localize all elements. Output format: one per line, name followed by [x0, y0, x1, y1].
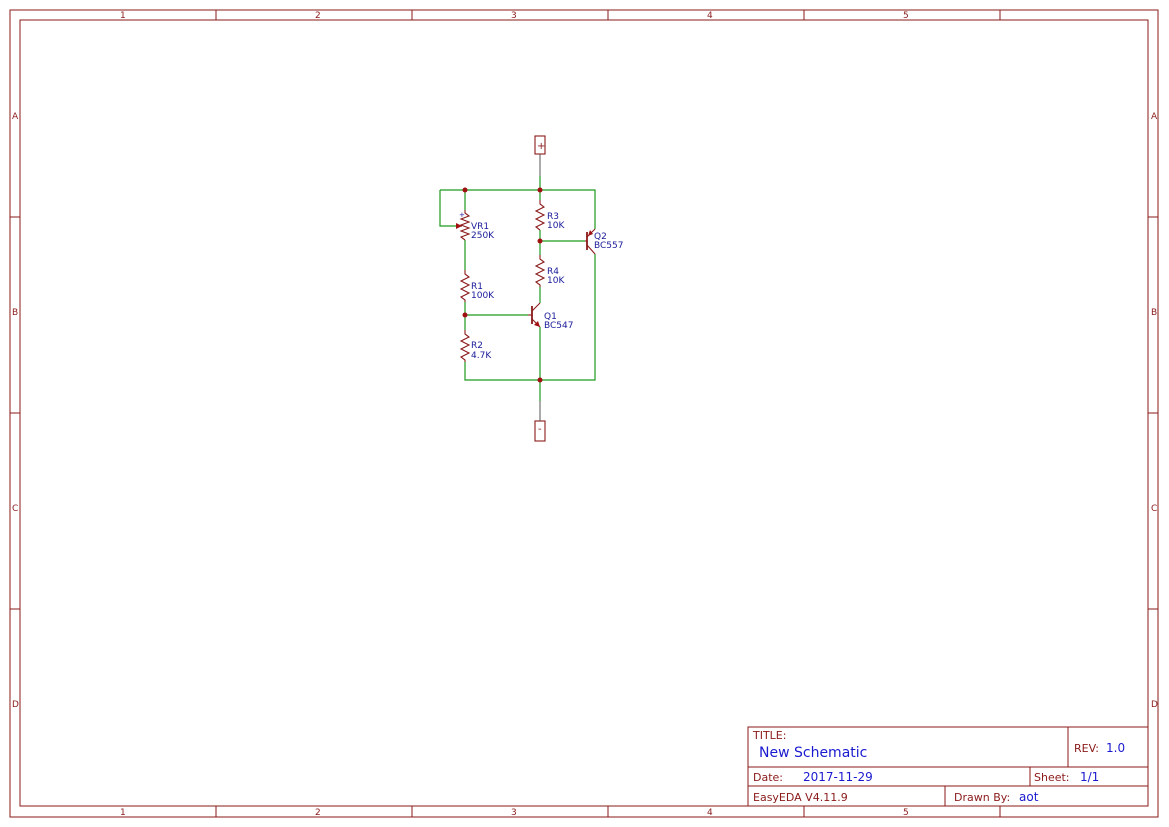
col-label-top-1: 1 [120, 11, 126, 21]
col-label-bottom-5: 5 [903, 808, 909, 818]
outer-frame [9, 9, 1159, 818]
rev-value[interactable]: 1.0 [1106, 741, 1125, 755]
r1-ref: R1 [471, 282, 483, 292]
sheet-value[interactable]: 1/1 [1080, 770, 1099, 784]
r4-resistor[interactable] [534, 255, 546, 287]
software-version: EasyEDA V4.11.9 [753, 791, 848, 804]
r1-value: 100K [471, 291, 495, 301]
vr1-value: 250K [471, 231, 495, 241]
col-label-top-2: 2 [315, 11, 321, 21]
drawn-by-label: Drawn By: [954, 791, 1010, 804]
q1-value: BC547 [544, 321, 573, 331]
row-label-right-b: B [1151, 308, 1157, 318]
q2-pnp-transistor[interactable] [585, 228, 596, 255]
minus-port[interactable]: - [534, 401, 546, 442]
column-dividers [215, 10, 1001, 817]
rev-label: REV: [1074, 742, 1099, 755]
col-label-bottom-2: 2 [315, 808, 321, 818]
r3-resistor[interactable] [534, 200, 546, 231]
q1-npn-transistor[interactable] [528, 302, 541, 328]
title-block [747, 726, 1149, 807]
r2-ref: R2 [471, 341, 483, 351]
row-label-left-a: A [12, 112, 19, 122]
svg-text:+: + [537, 141, 545, 152]
vr1-ref: VR1 [471, 222, 489, 232]
row-label-right-c: C [1151, 504, 1157, 514]
row-label-left-d: D [12, 700, 19, 710]
col-label-bottom-1: 1 [120, 808, 126, 818]
q2-ref: Q2 [594, 232, 607, 242]
col-label-top-3: 3 [511, 11, 517, 21]
r2-resistor[interactable] [459, 330, 471, 362]
row-label-right-d: D [1151, 700, 1158, 710]
plus-port[interactable]: + [534, 135, 546, 176]
r3-value: 10K [547, 221, 565, 231]
drawn-by-value[interactable]: aot [1019, 790, 1039, 804]
r1-resistor[interactable] [459, 270, 471, 302]
vr1-potentiometer[interactable]: + [456, 210, 471, 241]
schematic-title[interactable]: New Schematic [759, 745, 867, 761]
col-label-top-5: 5 [903, 11, 909, 21]
r4-ref: R4 [547, 267, 559, 277]
r2-value: 4.7K [471, 351, 492, 361]
svg-text:-: - [538, 424, 542, 435]
svg-text:+: + [459, 211, 465, 219]
date-value[interactable]: 2017-11-29 [803, 770, 873, 784]
date-label: Date: [753, 771, 783, 784]
sheet-label: Sheet: [1034, 771, 1070, 784]
r4-value: 10K [547, 276, 565, 286]
row-label-right-a: A [1151, 112, 1158, 122]
col-label-bottom-4: 4 [707, 808, 713, 818]
inner-frame [19, 19, 1149, 807]
q1-ref: Q1 [544, 312, 557, 322]
r3-ref: R3 [547, 212, 559, 222]
col-label-top-4: 4 [707, 11, 713, 21]
title-label: TITLE: [752, 729, 786, 742]
row-label-left-b: B [12, 308, 18, 318]
wires [439, 176, 596, 401]
q2-value: BC557 [594, 241, 623, 251]
junctions [462, 187, 543, 383]
col-label-bottom-3: 3 [511, 808, 517, 818]
row-dividers [10, 216, 1158, 610]
row-label-left-c: C [12, 504, 18, 514]
